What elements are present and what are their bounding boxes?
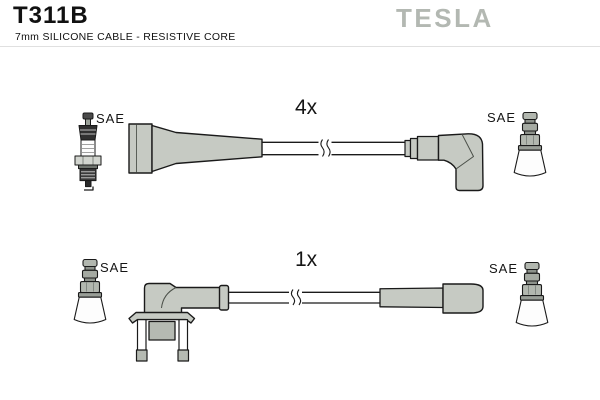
sae-terminal-icon-top-right <box>513 111 547 177</box>
sae-terminal-icon-bottom-right <box>515 261 549 327</box>
cable-boot-straight-bottom-right <box>380 284 483 313</box>
cable-boot-elbow-bottom-left <box>129 284 229 362</box>
cable-boot-elbow-top-right <box>405 134 483 191</box>
tesla-logo: TESLA <box>396 3 494 33</box>
part-number: T311B <box>13 2 89 29</box>
cable-boot-straight-top-left <box>129 124 262 173</box>
sae-label-top-right: SAE <box>487 110 517 125</box>
quantity-label-bottom: 1x <box>295 248 318 271</box>
sae-label-bottom-left: SAE <box>100 260 130 275</box>
sae-terminal-icon-bottom-left <box>73 258 107 324</box>
cable-description: 7mm SILICONE CABLE - RESISTIVE CORE <box>15 31 236 43</box>
cable-wire-top <box>262 138 405 159</box>
header-divider <box>0 46 600 47</box>
spark-plug-icon <box>75 113 101 190</box>
quantity-label-top: 4x <box>295 96 318 119</box>
sae-label-bottom-right: SAE <box>489 261 519 276</box>
sae-label-top-left: SAE <box>96 111 126 126</box>
cable-wire-bottom <box>229 288 381 307</box>
